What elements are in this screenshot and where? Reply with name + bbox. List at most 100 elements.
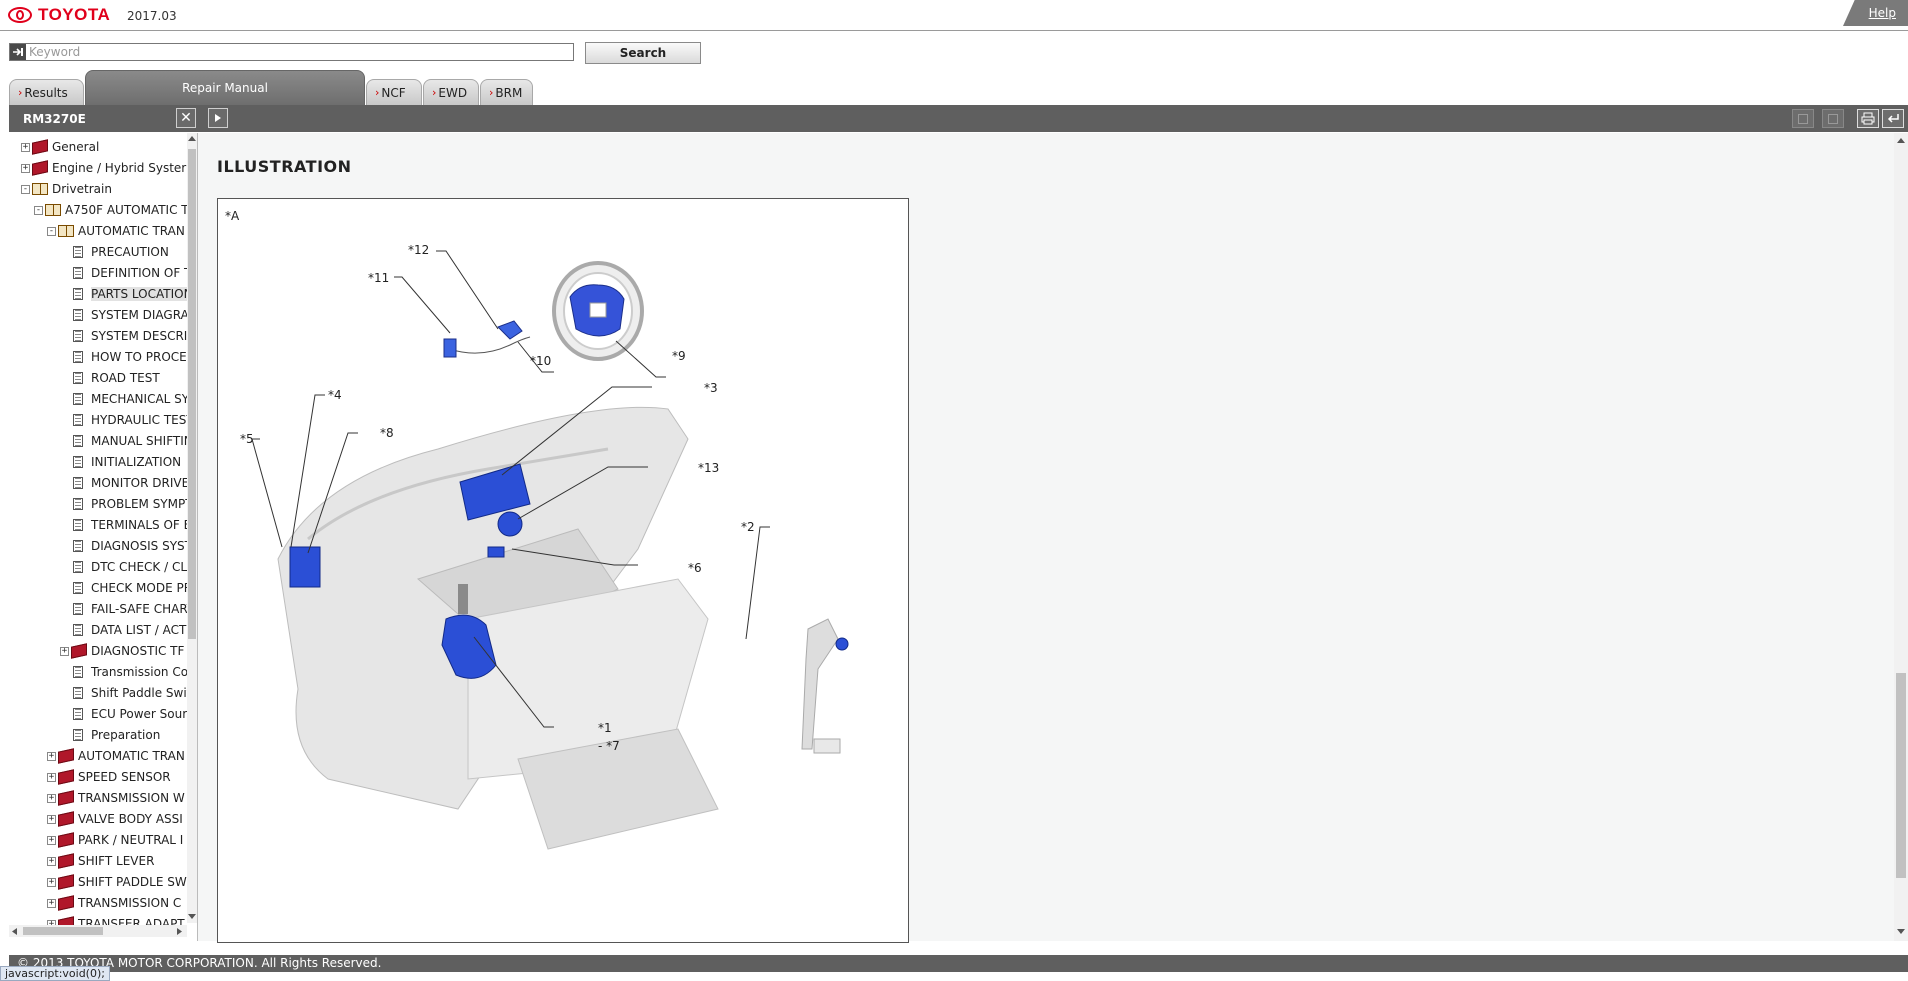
document-page-icon — [73, 477, 83, 489]
tree-item[interactable]: HOW TO PROCEED — [73, 347, 198, 367]
tab-results-label: Results — [24, 85, 68, 100]
scroll-up-icon — [188, 136, 196, 141]
tree-item-label: HOW TO PROCEED — [91, 350, 198, 364]
tree-item[interactable]: Transmission Cont — [73, 662, 197, 682]
tab-ncf-label: NCF — [381, 85, 406, 100]
tree-item[interactable]: -A750F AUTOMATIC T — [34, 200, 189, 220]
paddle-switch-wiring-drawing — [443, 320, 531, 358]
tab-repair-manual[interactable]: Repair Manual — [85, 70, 365, 105]
closed-book-icon — [58, 811, 74, 827]
tree-item[interactable]: -Drivetrain — [21, 179, 112, 199]
expand-icon[interactable]: + — [21, 141, 30, 152]
tree-item-label: SPEED SENSOR — [78, 770, 171, 784]
tree-item[interactable]: PROBLEM SYMPTC — [73, 494, 197, 514]
tree-item[interactable]: SYSTEM DIAGRAM — [73, 305, 197, 325]
tree-item[interactable]: + AUTOMATIC TRAN — [47, 746, 185, 766]
expand-icon[interactable]: + — [47, 771, 56, 782]
tree-item[interactable]: TERMINALS OF EC — [73, 515, 197, 535]
expand-icon[interactable]: + — [47, 834, 56, 845]
collapse-icon[interactable]: - — [34, 204, 43, 215]
search-button[interactable]: Search — [585, 42, 701, 64]
tree-item[interactable]: DIAGNOSIS SYST — [73, 536, 192, 556]
back-button[interactable] — [1882, 109, 1904, 128]
tree-horizontal-scrollbar[interactable] — [9, 925, 187, 937]
callout-1: *1 — [598, 721, 612, 735]
closed-book-icon — [71, 643, 87, 659]
tree-item[interactable]: ROAD TEST — [73, 368, 160, 388]
tree-item-label: INITIALIZATION — [91, 455, 182, 469]
tab-repair-manual-label: Repair Manual — [182, 81, 268, 95]
tree-item[interactable]: Shift Paddle Switc — [73, 683, 197, 703]
expand-icon[interactable]: + — [60, 645, 69, 656]
expand-icon[interactable]: + — [47, 750, 56, 761]
tree-hscroll-thumb[interactable] — [23, 927, 103, 935]
tab-ncf[interactable]: ›NCF — [366, 79, 422, 105]
tree-item[interactable]: +TRANSMISSION W — [47, 788, 185, 808]
tree-item[interactable]: MONITOR DRIVE I — [73, 473, 197, 493]
tree-item[interactable]: DATA LIST / ACTIV — [73, 620, 197, 640]
search-field[interactable] — [9, 43, 574, 61]
expand-icon[interactable]: + — [47, 813, 56, 824]
collapse-icon[interactable]: - — [21, 183, 30, 194]
tree-item[interactable]: MECHANICAL SYS — [73, 389, 197, 409]
tree-item[interactable]: CHECK MODE PRC — [73, 578, 197, 598]
tree-item[interactable]: +General — [21, 137, 99, 157]
tree-item[interactable]: +VALVE BODY ASSI — [47, 809, 183, 829]
tree-item[interactable]: + SHIFT LEVER — [47, 851, 154, 871]
expand-icon[interactable]: + — [47, 876, 56, 887]
tree-item[interactable]: MANUAL SHIFTING — [73, 431, 197, 451]
tree-item[interactable]: DEFINITION OF TI — [73, 263, 195, 283]
tree-item[interactable]: DTC CHECK / CLE — [73, 557, 195, 577]
tree-item[interactable]: +Engine / Hybrid Syster — [21, 158, 186, 178]
prev-page-button[interactable] — [1792, 109, 1814, 128]
tree-item[interactable]: Preparation — [73, 725, 160, 745]
close-icon: ✕ — [180, 110, 192, 126]
print-button[interactable] — [1857, 109, 1879, 128]
content-scroll-thumb[interactable] — [1896, 673, 1906, 878]
page-title: ILLUSTRATION — [217, 157, 352, 176]
expand-icon[interactable]: + — [21, 162, 30, 173]
closed-book-icon — [58, 853, 74, 869]
expand-icon[interactable]: + — [47, 792, 56, 803]
document-page-icon — [73, 624, 83, 636]
tree-item[interactable]: PRECAUTION — [73, 242, 169, 262]
closed-book-icon — [58, 748, 74, 764]
callout-5: *5 — [240, 432, 254, 446]
tab-ewd[interactable]: ›EWD — [423, 79, 479, 105]
document-page-icon — [73, 246, 83, 258]
tree-item-label: SHIFT LEVER — [78, 854, 155, 868]
tree-item[interactable]: HYDRAULIC TEST — [73, 410, 194, 430]
document-page-icon — [73, 288, 83, 300]
footer-bar: © 2013 TOYOTA MOTOR CORPORATION. All Rig… — [9, 955, 1908, 972]
tree-vertical-scrollbar[interactable] — [187, 133, 197, 923]
next-page-button[interactable] — [1822, 109, 1844, 128]
expand-tree-button[interactable] — [208, 108, 228, 128]
tree-item[interactable]: +DIAGNOSTIC TF — [60, 641, 184, 661]
steering-wheel-drawing — [552, 261, 644, 361]
tree-item[interactable]: ECU Power Source — [73, 704, 197, 724]
tree-item[interactable]: -AUTOMATIC TRAN — [47, 221, 185, 241]
keyword-input[interactable] — [26, 45, 573, 59]
help-link[interactable]: Help — [1843, 0, 1908, 26]
tree-scroll-thumb[interactable] — [188, 149, 196, 639]
tree-item[interactable]: INITIALIZATION — [73, 452, 181, 472]
return-arrow-icon — [1887, 113, 1899, 123]
tab-brm[interactable]: ›BRM — [480, 79, 533, 105]
tree-item[interactable]: +SHIFT PADDLE SW — [47, 872, 187, 892]
document-page-icon — [73, 456, 83, 468]
tree-item[interactable]: SYSTEM DESCRIP — [73, 326, 195, 346]
collapse-icon[interactable]: - — [47, 225, 56, 236]
tab-results[interactable]: ›Results — [9, 79, 84, 105]
tree-item[interactable]: +TRANSMISSION C — [47, 893, 181, 913]
content-vertical-scrollbar[interactable] — [1894, 133, 1908, 941]
closed-book-icon — [32, 139, 48, 155]
callout-9: *9 — [672, 349, 686, 363]
tree-item[interactable]: + SPEED SENSOR — [47, 767, 171, 787]
tree-item[interactable]: PARTS LOCATION — [73, 284, 193, 304]
expand-icon[interactable]: + — [47, 897, 56, 908]
expand-icon[interactable]: + — [47, 855, 56, 866]
tree-item[interactable]: +PARK / NEUTRAL I — [47, 830, 183, 850]
tree-item[interactable]: FAIL-SAFE CHART — [73, 599, 194, 619]
close-tree-button[interactable]: ✕ — [176, 108, 196, 128]
tree-item-label: AUTOMATIC TRAN — [78, 749, 185, 763]
